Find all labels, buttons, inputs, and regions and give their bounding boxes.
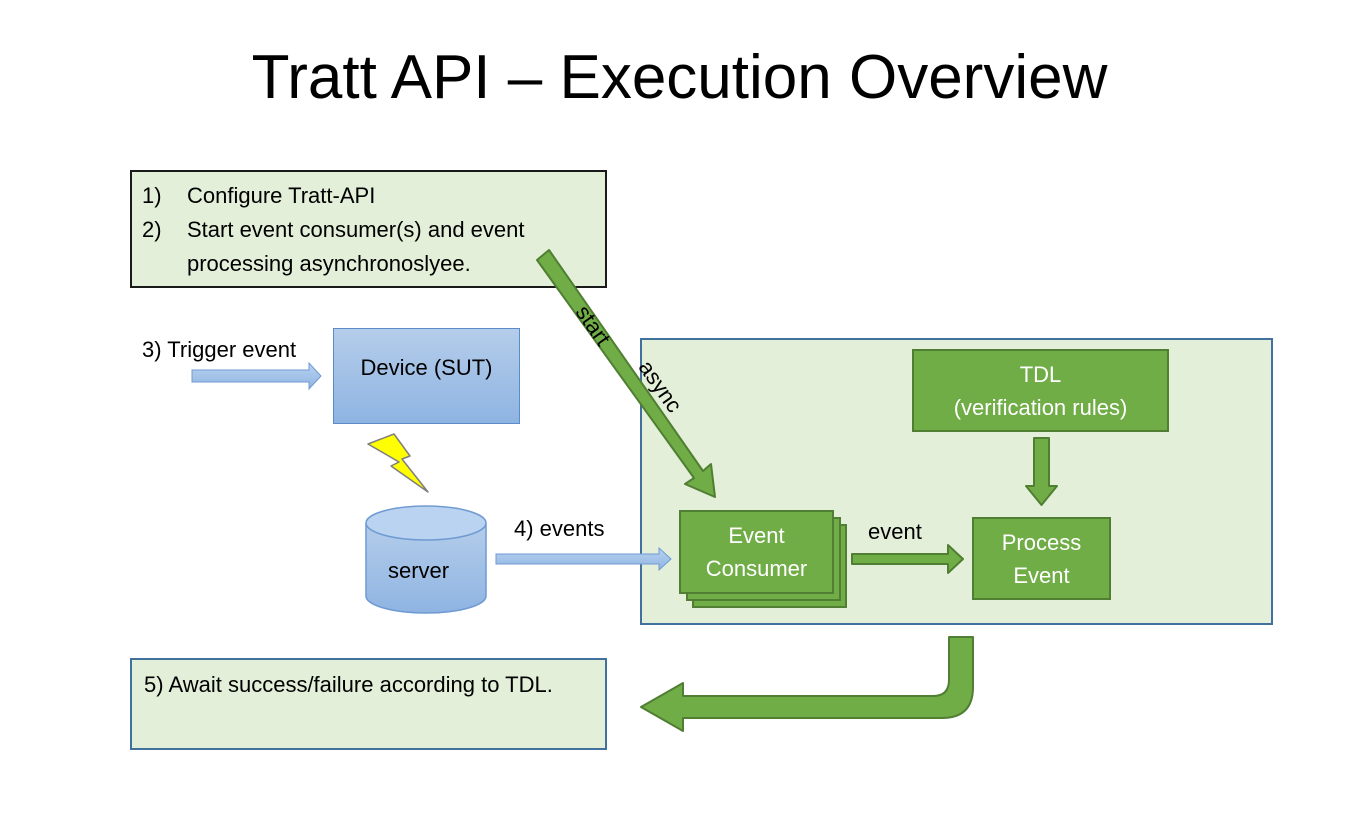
event-consumer-line1: Event (728, 523, 785, 548)
server-label: server (388, 558, 450, 583)
step-number: 1) (142, 183, 162, 208)
server-cylinder (365, 505, 487, 614)
process-event-box: Process Event (972, 517, 1111, 600)
device-sut-box: Device (SUT) (333, 328, 520, 424)
event-arrow (851, 544, 964, 574)
step-text: Start event consumer(s) and event proces… (187, 217, 525, 276)
event-label: event (868, 519, 922, 544)
events-arrow (495, 546, 672, 572)
event-consumer-box: Event Consumer (679, 510, 834, 594)
start-async-arrow (536, 249, 716, 498)
setup-steps-note: 1) Configure Tratt-API 2) Start event co… (130, 170, 607, 288)
step-number: 2) (142, 217, 162, 242)
trigger-arrow (191, 361, 322, 391)
process-event-line1: Process (1001, 529, 1082, 555)
page-title: Tratt API – Execution Overview (251, 43, 1108, 112)
events-label: 4) events (514, 516, 605, 541)
event-consumer-line2: Consumer (705, 556, 808, 581)
tdl-down-arrow (1025, 437, 1058, 506)
await-result-note: 5) Await success/failure according to TD… (130, 658, 607, 750)
tdl-box: TDL (verification rules) (912, 349, 1169, 432)
device-label: Device (SUT) (360, 355, 493, 380)
tdl-title: TDL (1019, 361, 1062, 387)
trigger-event-label: 3) Trigger event (142, 337, 297, 362)
lightning-bolt-icon (367, 433, 429, 493)
return-arrow (640, 636, 974, 732)
process-event-line2: Event (1013, 562, 1070, 588)
await-result-text: 5) Await success/failure according to TD… (144, 672, 553, 697)
tdl-subtitle: (verification rules) (953, 394, 1128, 420)
step-text: Configure Tratt-API (187, 183, 376, 208)
